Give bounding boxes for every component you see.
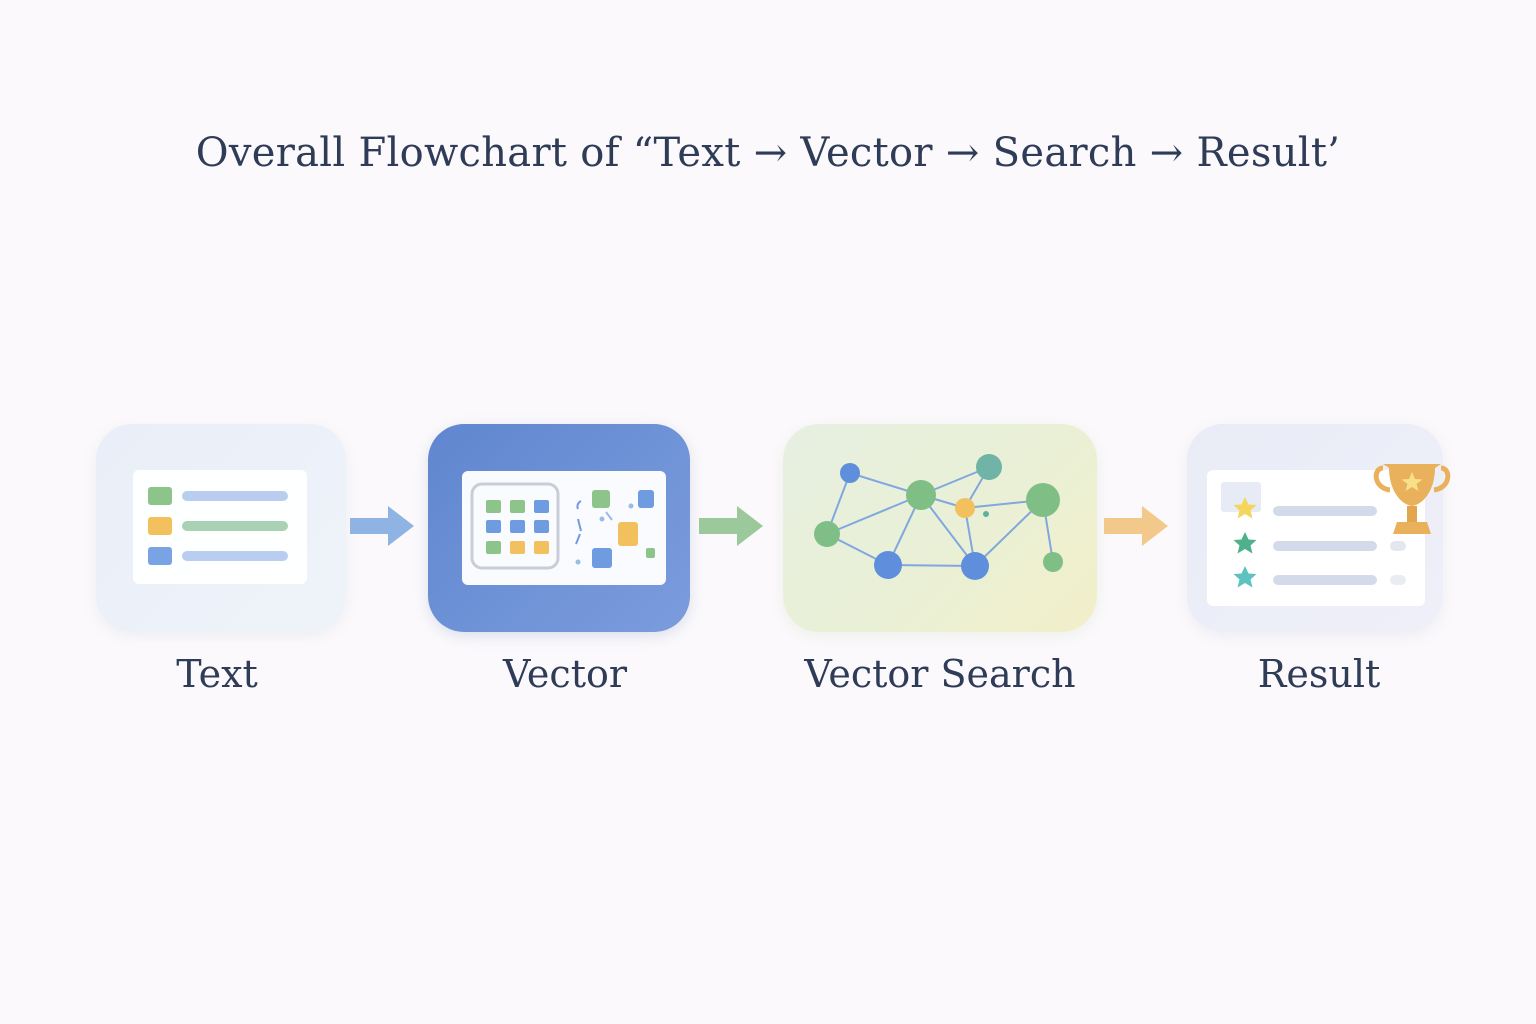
arrow-search-to-result (1104, 506, 1168, 546)
arrow-text-to-vector (350, 506, 414, 546)
network-graph-icon (814, 454, 1063, 580)
ranked-results-trophy-icon (1207, 464, 1451, 606)
text-list-icon (133, 470, 307, 584)
step-label-text: Text (176, 652, 258, 696)
vector-search-step-card (783, 424, 1097, 632)
trophy-icon (1373, 464, 1451, 534)
text-step-card (96, 424, 346, 632)
step-label-vector-search: Vector Search (804, 652, 1076, 696)
step-label-result: Result (1257, 652, 1381, 696)
step-label-vector: Vector (502, 652, 628, 696)
vector-grid-icon (462, 471, 666, 585)
result-step-card (1187, 424, 1451, 632)
arrow-vector-to-search (699, 506, 763, 546)
page-title: Overall Flowchart of “Text → Vector → Se… (195, 130, 1341, 176)
vector-step-card (428, 424, 690, 632)
